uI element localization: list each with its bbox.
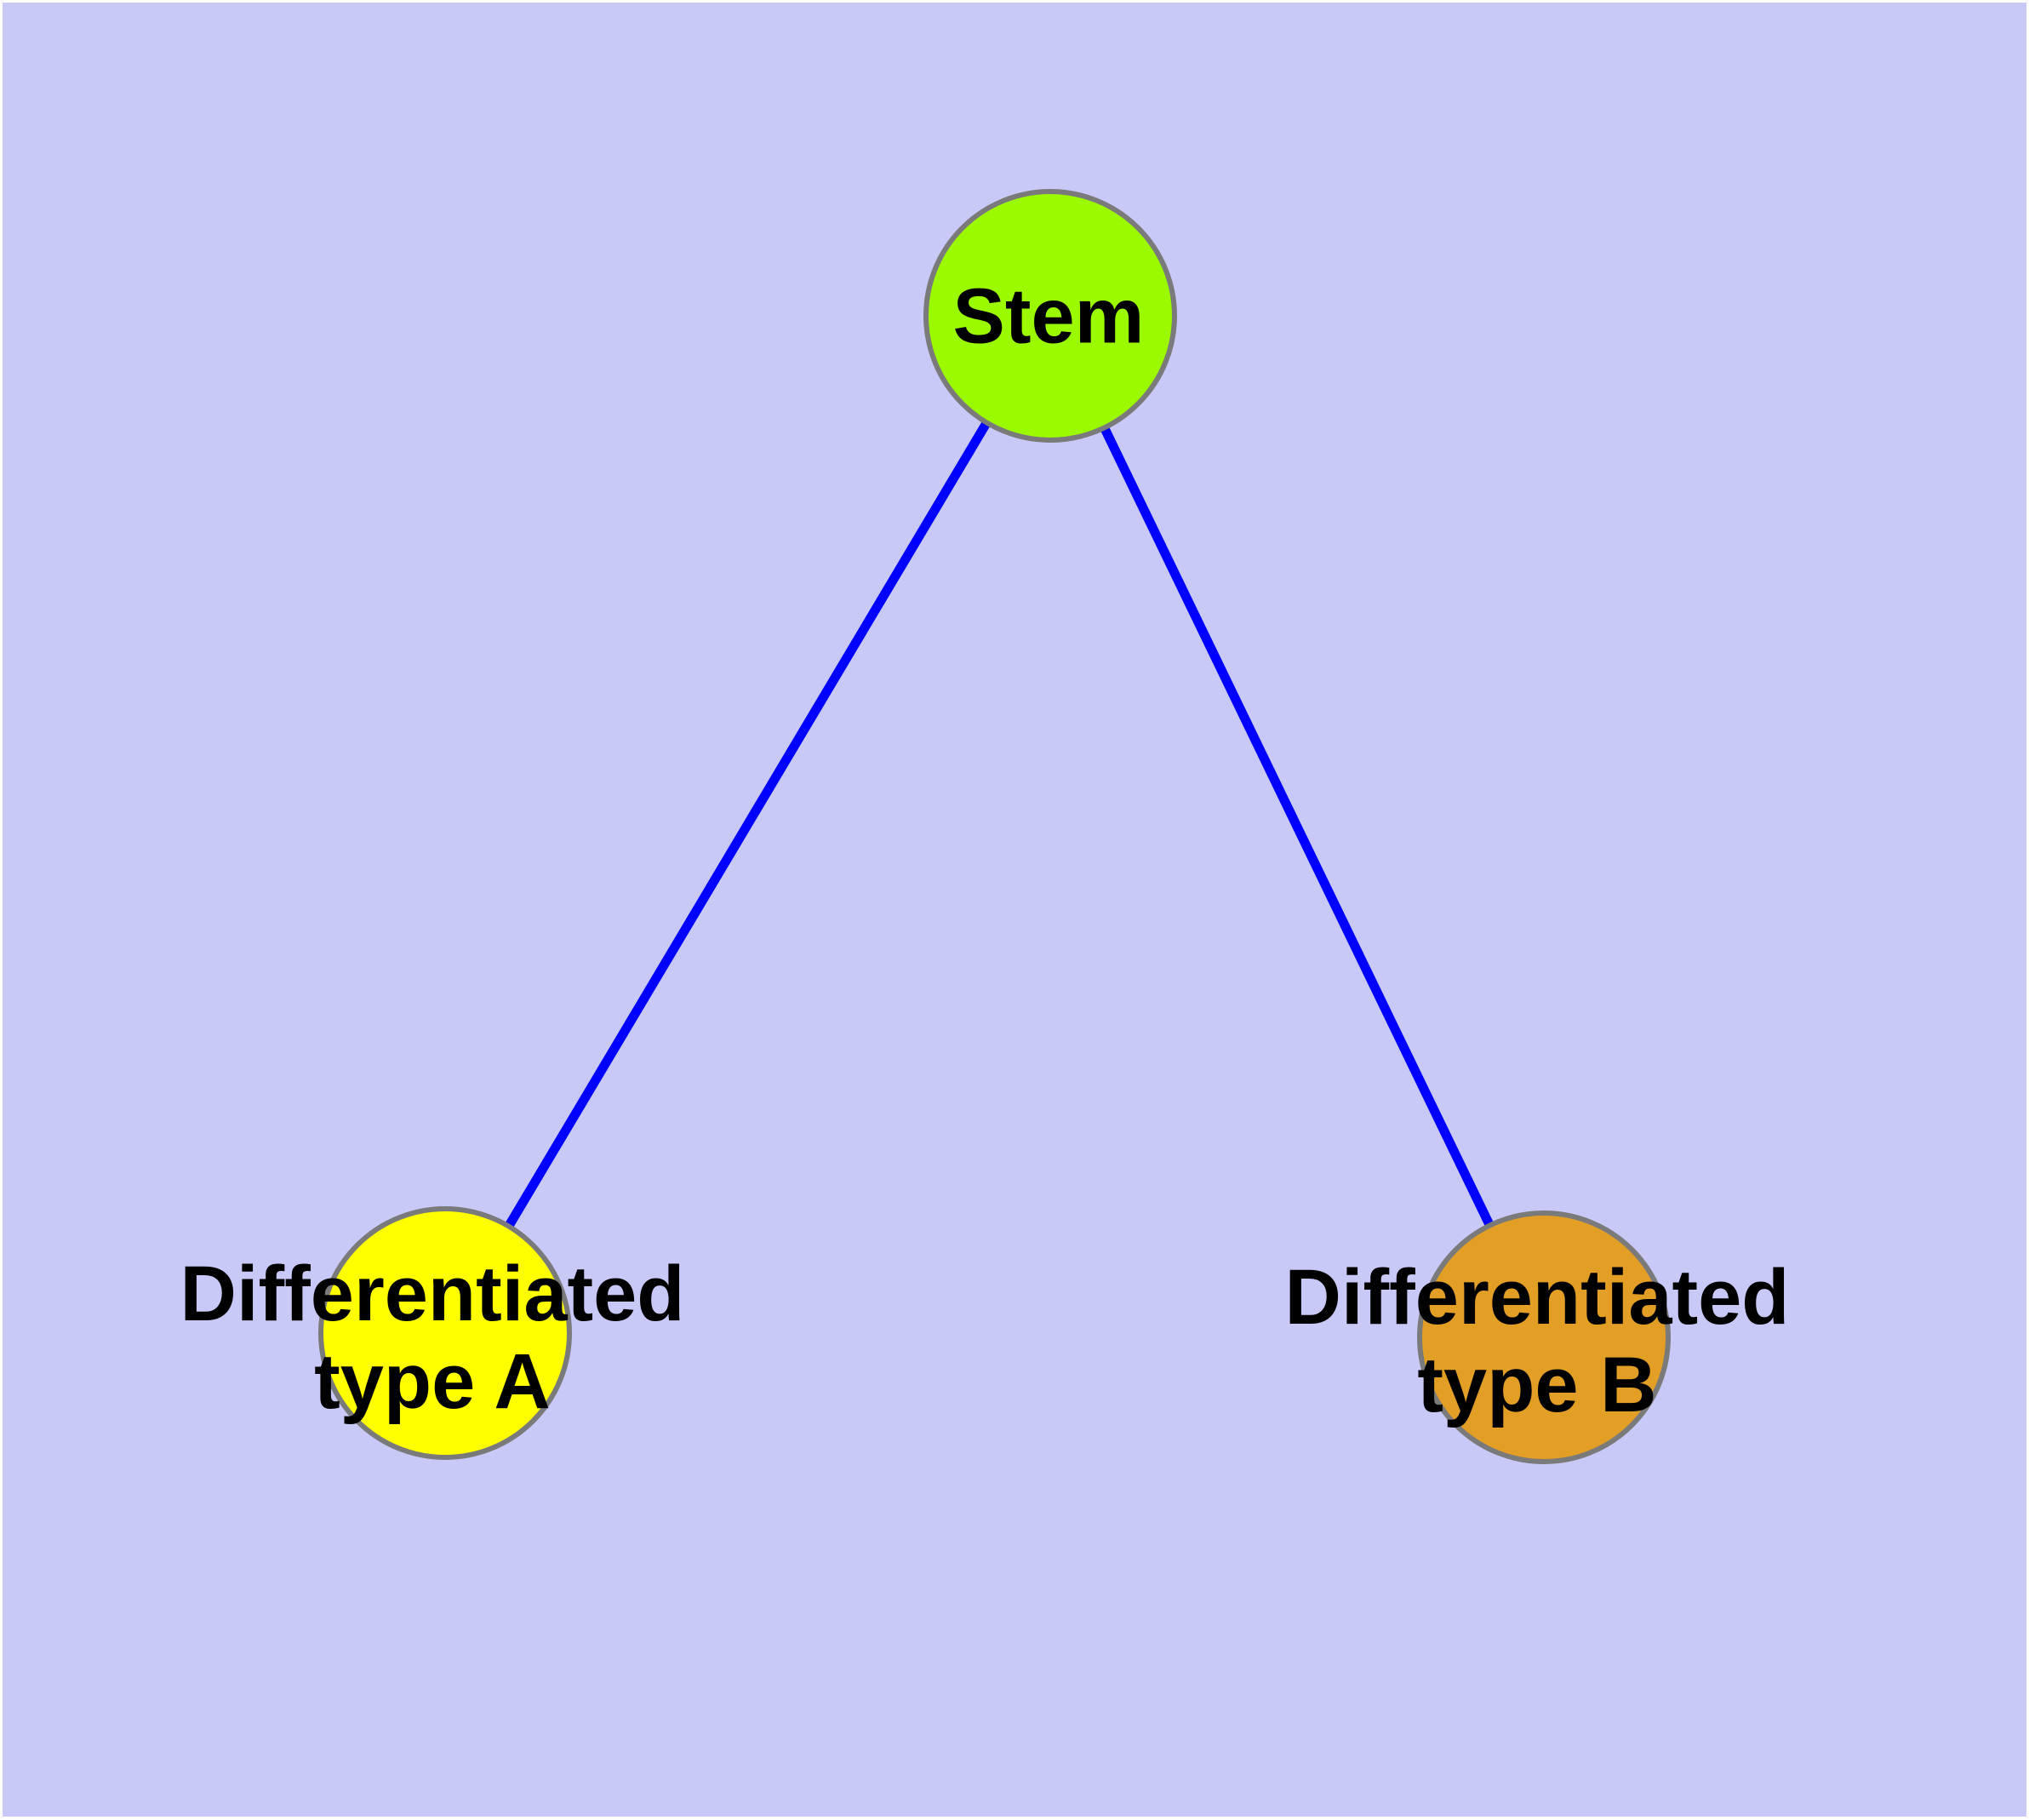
node-label-type-a: Differentiated type A bbox=[180, 1251, 685, 1425]
edge-stem-to-type-b bbox=[1046, 313, 1548, 1340]
node-type-b-circle bbox=[1417, 1210, 1671, 1464]
node-label-stem: Stem bbox=[952, 272, 1145, 360]
edge-stem-to-type-a bbox=[441, 313, 1055, 1336]
node-label-type-b: Differentiated type B bbox=[1284, 1254, 1790, 1428]
node-type-a-circle bbox=[318, 1206, 572, 1460]
node-stem-circle bbox=[923, 189, 1177, 443]
